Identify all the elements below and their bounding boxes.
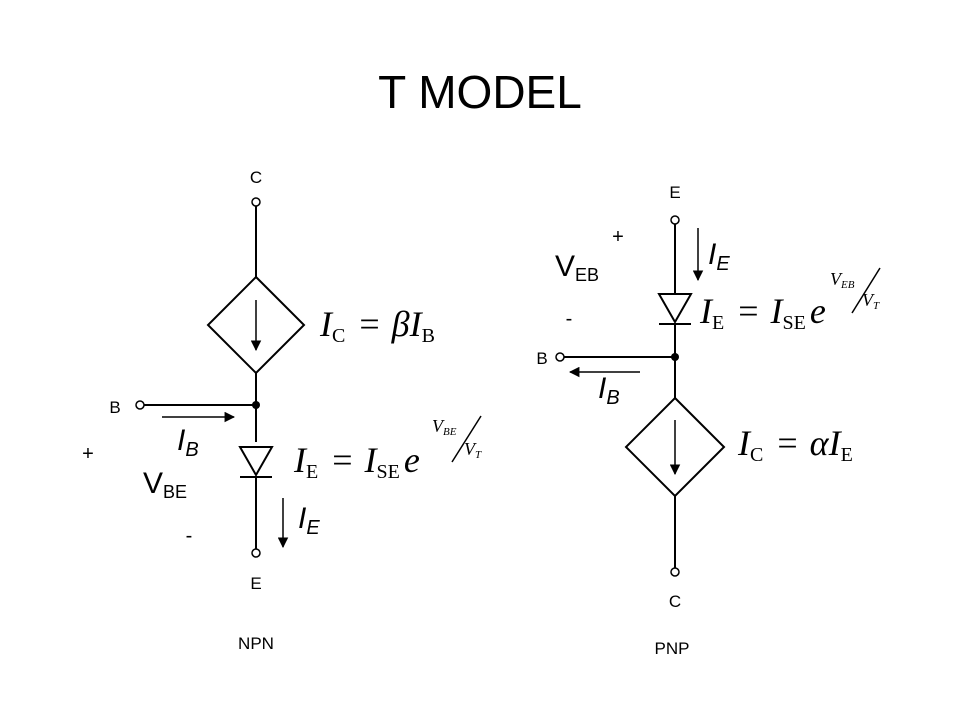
pnp-ie-label: IE: [708, 238, 730, 275]
npn-terminal-b-label: B: [109, 398, 120, 417]
npn-ie-label: IE: [298, 502, 320, 539]
pnp-terminal-c-label: C: [669, 592, 681, 611]
npn-source-equation: IC=βIB: [319, 304, 435, 347]
npn-terminal-c-label: C: [250, 168, 262, 187]
slide-title: T MODEL: [378, 66, 582, 118]
npn-terminal-e-label: E: [250, 574, 261, 593]
npn-circuit: C B E IB + VBE - IE IC=: [82, 168, 482, 653]
npn-terminal-b: [135, 400, 145, 410]
npn-plus-sign: +: [82, 443, 94, 465]
pnp-terminal-c: [670, 567, 680, 577]
pnp-diode: [657, 293, 693, 325]
svg-text:VEB: VEB: [830, 269, 855, 291]
pnp-terminal-e: [670, 215, 680, 225]
pnp-terminal-b: [555, 352, 565, 362]
npn-terminal-e: [251, 548, 261, 558]
npn-ib-label: IB: [177, 424, 199, 461]
npn-caption: NPN: [238, 634, 274, 653]
pnp-caption: PNP: [655, 639, 690, 658]
npn-diode: [238, 446, 274, 478]
npn-vbe-label: VBE: [143, 467, 187, 502]
svg-text:VT: VT: [464, 439, 482, 461]
pnp-veb-label: VEB: [555, 250, 599, 285]
pnp-minus-sign: -: [566, 308, 573, 330]
pnp-source-equation: IC=αIE: [737, 423, 853, 466]
svg-text:VT: VT: [862, 290, 880, 312]
npn-minus-sign: -: [186, 525, 193, 547]
pnp-plus-sign: +: [612, 226, 624, 248]
pnp-terminal-e-label: E: [669, 183, 680, 202]
pnp-ib-label: IB: [598, 372, 620, 409]
pnp-terminal-b-label: B: [536, 349, 547, 368]
pnp-circuit: E B C + VEB - IE IB: [536, 183, 881, 658]
svg-text:VBE: VBE: [432, 416, 457, 438]
npn-terminal-c: [251, 197, 261, 207]
